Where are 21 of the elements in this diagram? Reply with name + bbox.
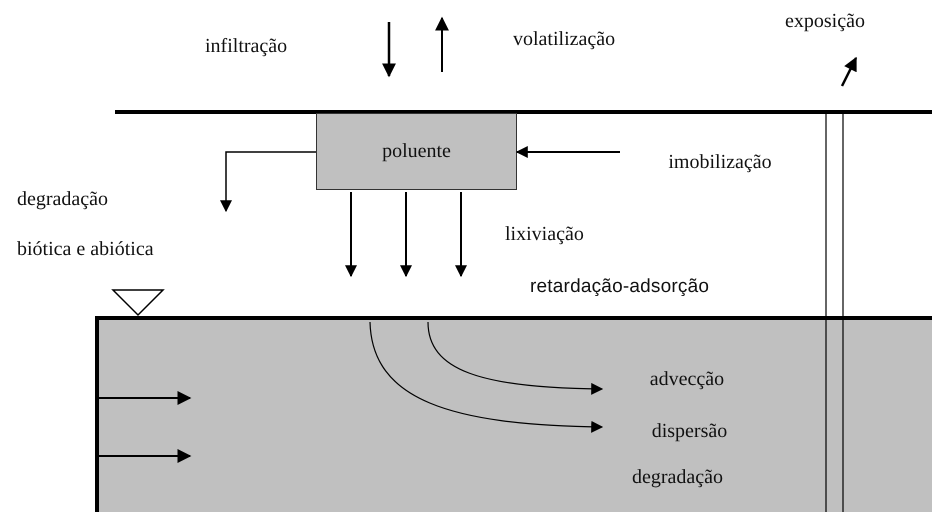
arrow	[345, 192, 357, 278]
arrow	[220, 151, 316, 212]
process-label: lixiviação	[505, 223, 584, 246]
process-label: dispersão	[652, 420, 728, 442]
process-label: volatilização	[513, 28, 616, 51]
aquifer-zone	[95, 316, 932, 512]
process-label: retardação-adsorção	[530, 276, 710, 298]
pollutant-box	[316, 113, 517, 190]
process-label: advecção	[650, 368, 724, 390]
process-label: biótica e abiótica	[17, 238, 154, 261]
arrow	[427, 322, 604, 395]
arrow	[400, 192, 412, 278]
process-label: degradação	[632, 466, 724, 489]
process-label: infiltração	[205, 35, 288, 58]
process-label: degradação	[17, 188, 108, 211]
arrow	[516, 146, 620, 158]
arrow	[455, 192, 467, 278]
arrow	[369, 322, 604, 433]
process-label: exposição	[785, 10, 865, 33]
process-label: imobilização	[668, 150, 772, 174]
node-text: poluente	[382, 140, 451, 163]
